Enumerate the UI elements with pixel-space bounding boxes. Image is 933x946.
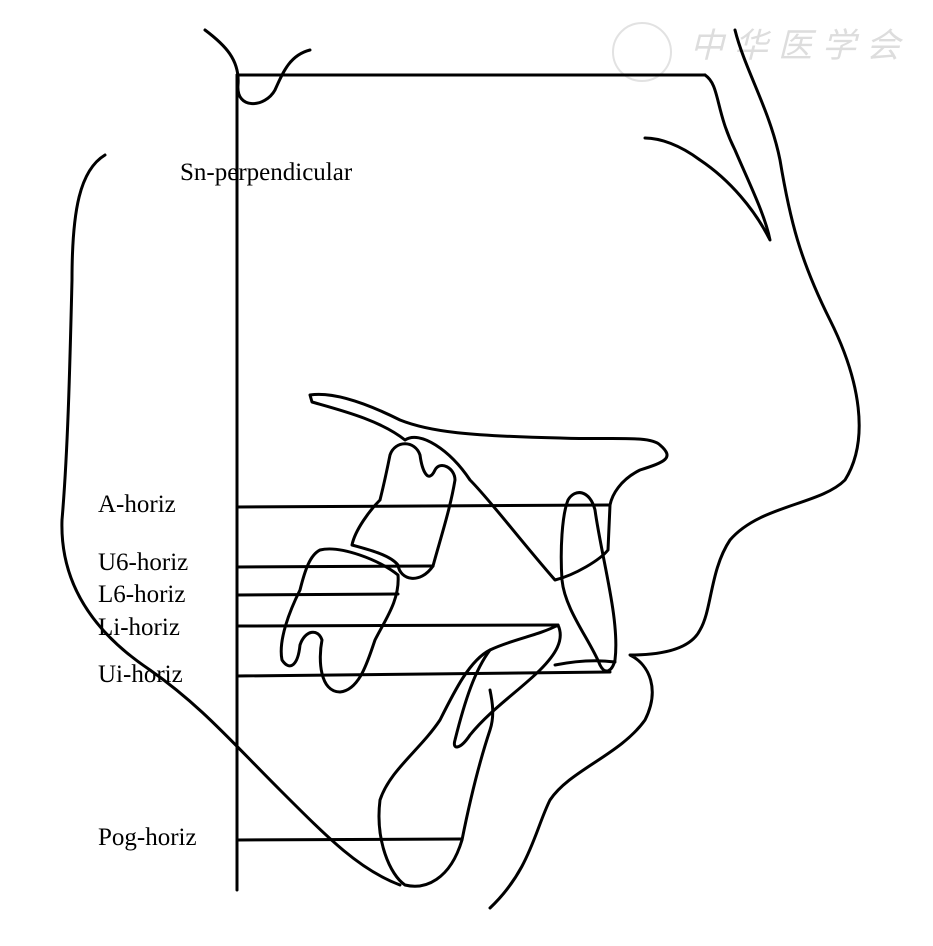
lower-incisor [452,623,562,749]
label-li-horiz: Li-horiz [98,614,180,641]
a-horiz-line [235,503,612,509]
maxilla-outline [308,392,669,582]
pog-horiz-line [235,837,464,842]
posterior-outline [60,153,402,887]
orbit-outline [203,28,312,106]
mandible-symphysis [377,648,617,888]
watermark-text: 中华医学会 [690,26,910,66]
u6-horiz-line [235,564,435,569]
lower-molar [279,547,400,694]
label-l6-horiz: L6-horiz [98,581,186,608]
li-horiz-line [235,623,560,628]
upper-molar [350,442,457,580]
watermark-seal [612,22,672,82]
ui-horiz-line [235,670,612,678]
label-a-horiz: A-horiz [98,491,176,518]
nasal-bridge [643,73,772,242]
label-sn-perpendicular: Sn-perpendicular [180,159,353,186]
l6-horiz-line [235,592,400,597]
label-ui-horiz: Ui-horiz [98,661,183,688]
upper-incisor [559,491,618,673]
label-pog-horiz: Pog-horiz [98,824,197,851]
label-u6-horiz: U6-horiz [98,549,189,576]
soft-tissue-profile [488,28,861,910]
